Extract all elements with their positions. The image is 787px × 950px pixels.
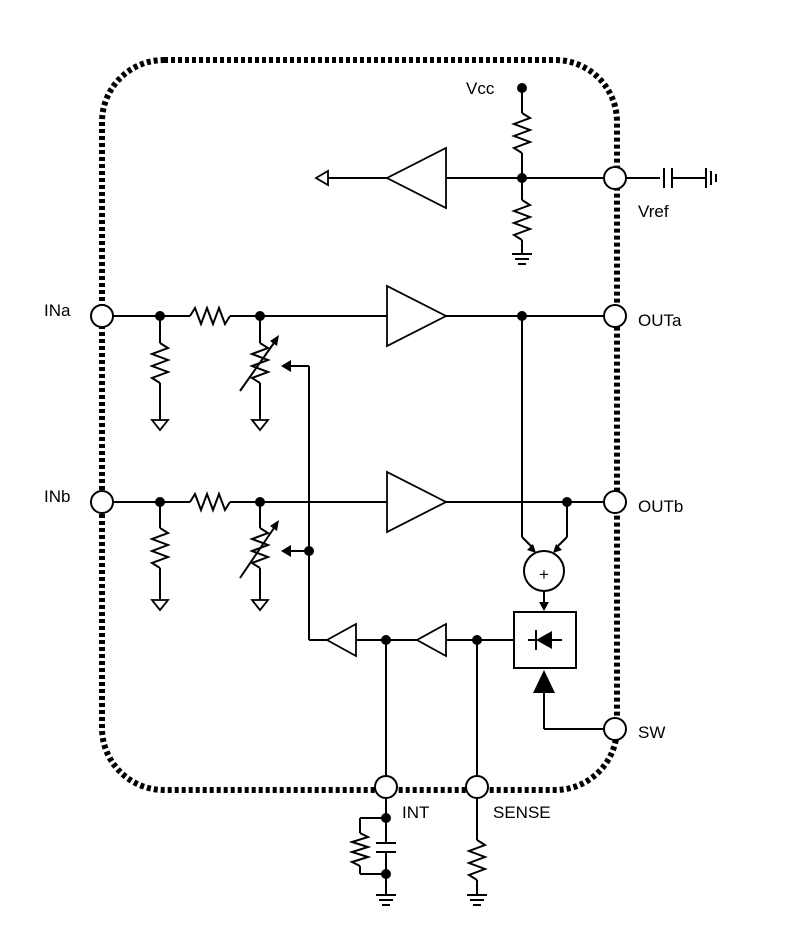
- sense-external-network: [466, 640, 488, 906]
- ground-symbol-sense: [467, 894, 487, 906]
- sw-control-arrow: [533, 670, 555, 693]
- label-int: INT: [402, 803, 429, 822]
- vcc-divider-bottom-resistor: [511, 199, 533, 241]
- label-vcc: Vcc: [466, 79, 495, 98]
- channel-b-amplifier: [386, 470, 448, 534]
- ic-boundary: [99, 57, 620, 793]
- internal-reference-arrow: [314, 169, 329, 187]
- channel-b-shunt-resistor: [149, 527, 171, 569]
- int-external-resistor: [348, 832, 372, 867]
- pin-outb: [603, 490, 627, 514]
- ground-symbol-vref-cap: [705, 168, 717, 188]
- vref-buffer-amplifier: [385, 146, 447, 210]
- label-outb: OUTb: [638, 497, 683, 516]
- channel-a-input-resistor: [189, 305, 231, 327]
- pin-inb: [90, 490, 114, 514]
- pin-int: [374, 775, 398, 799]
- label-sense: SENSE: [493, 803, 551, 822]
- pin-outa: [603, 304, 627, 328]
- control-loop: +: [281, 316, 604, 730]
- pin-sw: [603, 717, 627, 741]
- channel-a: [113, 284, 604, 432]
- label-inb: INb: [44, 487, 70, 506]
- ground-symbol-ina: [150, 419, 170, 432]
- channel-a-amplifier: [386, 284, 448, 348]
- pin-vref: [603, 166, 627, 190]
- vcc-divider-top-resistor: [511, 112, 533, 154]
- detector-diode-icon: [528, 630, 562, 650]
- ground-symbol-inb-var: [250, 599, 270, 612]
- pin-ina: [90, 304, 114, 328]
- label-ina: INa: [44, 301, 71, 320]
- label-sw: SW: [638, 723, 665, 742]
- ground-symbol-ina-var: [250, 419, 270, 432]
- ground-symbol-inb: [150, 599, 170, 612]
- loop-buffer-amplifier-1: [415, 622, 447, 658]
- loop-buffer-amplifier-2: [325, 622, 357, 658]
- pin-sense: [465, 775, 489, 799]
- sense-external-resistor: [466, 839, 488, 881]
- label-outa: OUTa: [638, 311, 682, 330]
- channel-b: [113, 470, 604, 612]
- label-vref: Vref: [638, 202, 669, 221]
- ground-symbol-int: [376, 894, 396, 906]
- channel-a-shunt-resistor: [149, 342, 171, 384]
- vref-section: [314, 83, 717, 265]
- ground-symbol-vref: [512, 253, 532, 265]
- summing-junction-symbol: +: [539, 565, 549, 584]
- int-external-capacitor: [376, 842, 396, 853]
- int-external-network: [348, 640, 396, 906]
- vref-capacitor: [663, 168, 673, 188]
- channel-b-input-resistor: [189, 491, 231, 513]
